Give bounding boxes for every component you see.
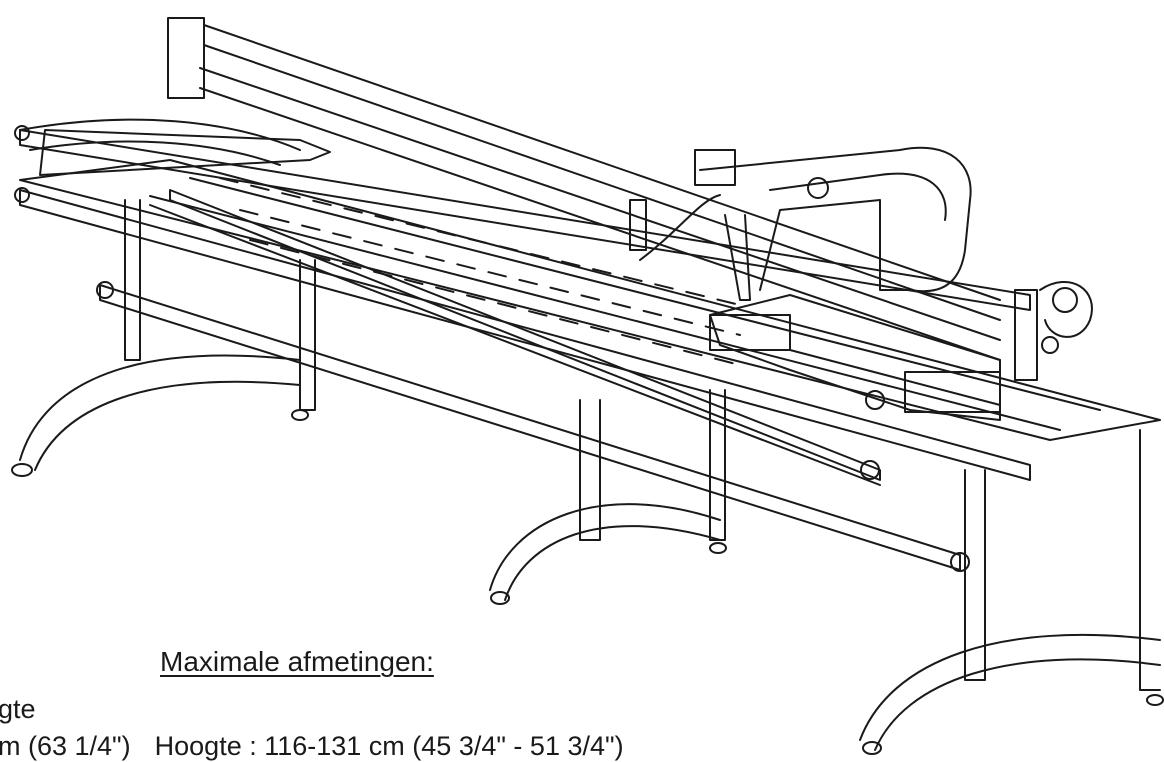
knob-4 <box>860 460 880 480</box>
dimension-line-2: m (63 1/4") Hoogte : 116-131 cm (45 3/4" … <box>0 731 624 762</box>
knob-6 <box>950 552 970 572</box>
sewing-machine-body <box>699 146 972 293</box>
dimensions-heading: Maximale afmetingen: <box>160 646 434 677</box>
right-leg <box>964 469 986 681</box>
middle-leg <box>579 399 601 541</box>
left-leg <box>124 199 141 361</box>
knob-1 <box>14 125 30 141</box>
front-right-post <box>1014 289 1038 381</box>
knob-2 <box>14 187 30 203</box>
front-roller-1 <box>19 129 1031 311</box>
back-table-plate <box>39 129 331 176</box>
table-surface <box>19 159 1161 441</box>
dimension-line-1: gte <box>0 694 36 724</box>
dimension-height-text: Hoogte : 116-131 cm (45 3/4" - 51 3/4") <box>154 731 624 761</box>
knob-3 <box>96 281 114 299</box>
back-left-post <box>167 17 205 99</box>
dimension-length-text: m (63 1/4") <box>0 731 131 761</box>
knob-5 <box>865 390 885 410</box>
knob-7 <box>1041 336 1059 354</box>
front-roller-2 <box>19 189 1031 481</box>
machine-screen <box>694 149 736 186</box>
front-roller-3 <box>99 284 961 571</box>
